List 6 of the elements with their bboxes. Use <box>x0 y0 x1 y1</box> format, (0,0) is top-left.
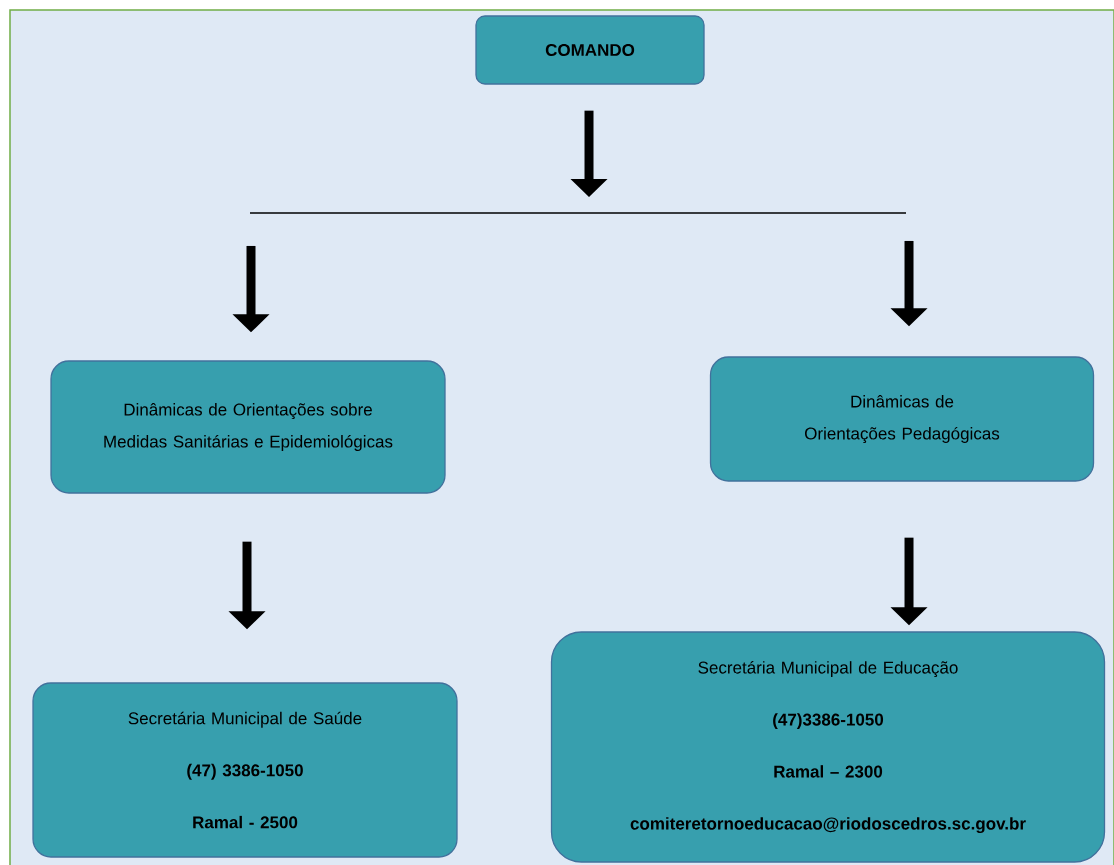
process-box: Dinâmicas de Orientações Pedagógicas <box>709 356 1095 482</box>
process-box: COMANDO <box>475 15 705 85</box>
process-box: Dinâmicas de Orientações sobre Medidas Sanitárias e Epidemiológicas <box>50 360 446 494</box>
process-box: Secretária Municipal de Educação (47)3386-1050 Ramal – 2300 comiteretornoeducacao@riodoscedros.sc.gov.br <box>550 631 1106 863</box>
process-box: Secretária Municipal de Saúde (47) 3386-1050 Ramal - 2500 <box>32 682 458 858</box>
horizontal-line <box>250 212 906 214</box>
